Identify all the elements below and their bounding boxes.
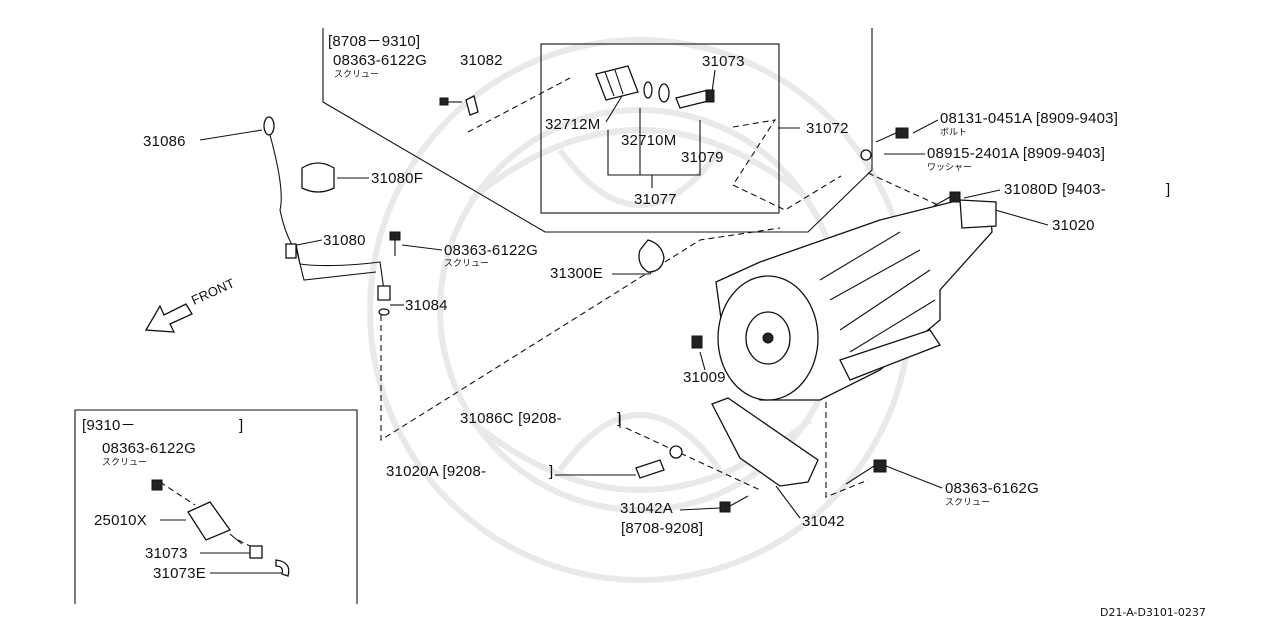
label-31042a-range: [8708-9208] [621, 520, 704, 537]
label-31086c: 31086C [9208- [460, 410, 562, 427]
label-31009: 31009 [683, 369, 726, 386]
label-31080d: 31080D [9403- [1004, 181, 1106, 198]
label-08363-6122g-top: 08363-6122G [333, 52, 427, 69]
label-31086: 31086 [143, 133, 186, 150]
label-08131-0451a: 08131-0451A [8909-9403] [940, 110, 1119, 127]
label-31073e: 31073E [153, 565, 206, 582]
leader-lines [160, 69, 1049, 574]
label-31079: 31079 [681, 149, 724, 166]
kana-washer: ワッシャー [927, 163, 973, 173]
label-08363-6122g-mid: 08363-6122G [444, 242, 538, 259]
inset-range-bottom-close: ] [239, 417, 244, 434]
label-25010x: 25010X [94, 512, 147, 529]
label-31042a: 31042A [620, 500, 673, 517]
part-oring-31084 [378, 308, 390, 316]
label-31300e: 31300E [550, 265, 603, 282]
label-08363-6122g-bottom: 08363-6122G [102, 440, 196, 457]
part-sensor-25010x [187, 501, 243, 545]
label-31086c-close: ] [617, 410, 622, 427]
label-08363-6162g: 08363-6162G [945, 480, 1039, 497]
part-transmission-31020 [715, 199, 997, 401]
part-bolt-31080d [933, 191, 961, 207]
part-dipstick-31086 [263, 116, 293, 246]
part-gear-31073-bottom [249, 545, 263, 559]
part-band-31300e [638, 239, 665, 273]
part-screw-08363-6122g-top [439, 97, 462, 106]
front-arrow-icon [144, 303, 193, 333]
label-31020: 31020 [1052, 217, 1095, 234]
label-31080: 31080 [323, 232, 366, 249]
label-31084: 31084 [405, 297, 448, 314]
kana-bolt: ボルト [940, 128, 968, 138]
label-31072: 31072 [806, 120, 849, 137]
diagram-reference-code: D21-A-D3101-0237 [1100, 606, 1206, 619]
part-filler-tube-31080 [285, 243, 391, 301]
part-bolt-31009 [691, 335, 703, 349]
part-screw-08363-6162g [845, 459, 887, 485]
part-screw-08363-6122g-mid [389, 231, 401, 256]
label-31020a-close: ] [549, 463, 554, 480]
inset-frame-bottom [74, 409, 358, 604]
part-speedometer-sensor [595, 65, 715, 109]
part-bolt-08131 [875, 127, 909, 143]
label-31080f: 31080F [371, 170, 424, 187]
part-clamp-31080f [301, 162, 335, 193]
label-31042: 31042 [802, 513, 845, 530]
part-cover-31042 [711, 397, 819, 487]
part-bolt-31042a [719, 495, 749, 513]
label-31073-bottom: 31073 [145, 545, 188, 562]
part-screw-08363-6122g-bottom [151, 479, 163, 491]
label-31082: 31082 [460, 52, 503, 69]
label-31020a: 31020A [9208- [386, 463, 487, 480]
inset-range-bottom: [9310－ [82, 417, 136, 434]
part-clip-31082 [465, 95, 479, 116]
label-32712m: 32712M [545, 116, 601, 133]
kana-screw-bottom: スクリュー [102, 458, 148, 468]
label-31073-top: 31073 [702, 53, 745, 70]
label-08915-2401a: 08915-2401A [8909-9403] [927, 145, 1106, 162]
part-bolt-31020a [635, 459, 665, 479]
part-washer-08915 [860, 149, 872, 161]
label-31077: 31077 [634, 191, 677, 208]
inset-range-top: [8708－9310] [328, 33, 421, 50]
part-clip-31073e [275, 559, 290, 577]
kana-screw-right: スクリュー [945, 498, 991, 508]
part-washer-31086c [669, 445, 683, 459]
kana-screw-mid: スクリュー [444, 259, 490, 269]
label-32710m: 32710M [621, 132, 677, 149]
label-31080d-close: ] [1166, 181, 1171, 198]
kana-screw-top: スクリュー [334, 70, 380, 80]
